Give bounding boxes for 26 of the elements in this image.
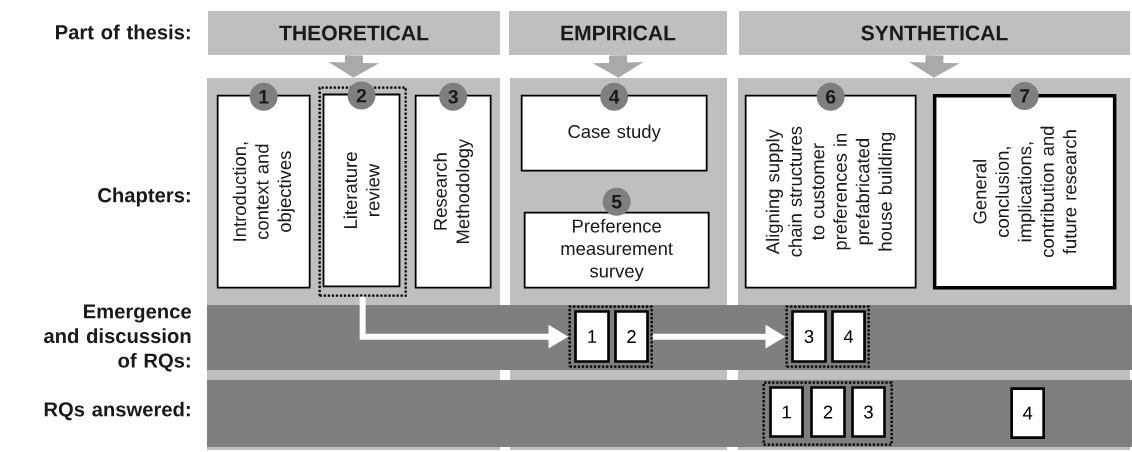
chapter-box: Preference measurement survey xyxy=(523,211,710,289)
number-badge: 4 xyxy=(600,82,629,111)
group-frame xyxy=(568,305,653,368)
rq-box: 3 xyxy=(791,310,827,363)
group-frame xyxy=(785,305,870,368)
rq-box: 2 xyxy=(614,310,649,363)
number-badge: 6 xyxy=(816,82,845,111)
number-badge: 2 xyxy=(347,81,376,110)
number-badge: 7 xyxy=(1010,81,1039,110)
rq-box: 4 xyxy=(831,310,866,363)
rq-box: 1 xyxy=(769,386,804,438)
group-frame xyxy=(762,381,893,446)
part-header: EMPIRICAL xyxy=(509,11,727,55)
rq-box: 2 xyxy=(810,386,846,438)
row-label: Emergence and discussion of RQs: xyxy=(44,304,191,372)
rq-box: 4 xyxy=(1010,387,1045,439)
part-header: THEORETICAL xyxy=(208,11,500,55)
row-label: RQs answered: xyxy=(44,401,190,421)
number-badge: 5 xyxy=(602,187,631,216)
rq-box: 1 xyxy=(574,310,610,363)
part-header: SYNTHETICAL xyxy=(739,11,1130,55)
number-badge: 1 xyxy=(249,82,278,111)
rq-box: 3 xyxy=(851,386,886,438)
row-label: Chapters: xyxy=(98,187,190,207)
highlight-frame xyxy=(318,86,407,297)
number-badge: 3 xyxy=(439,82,468,111)
